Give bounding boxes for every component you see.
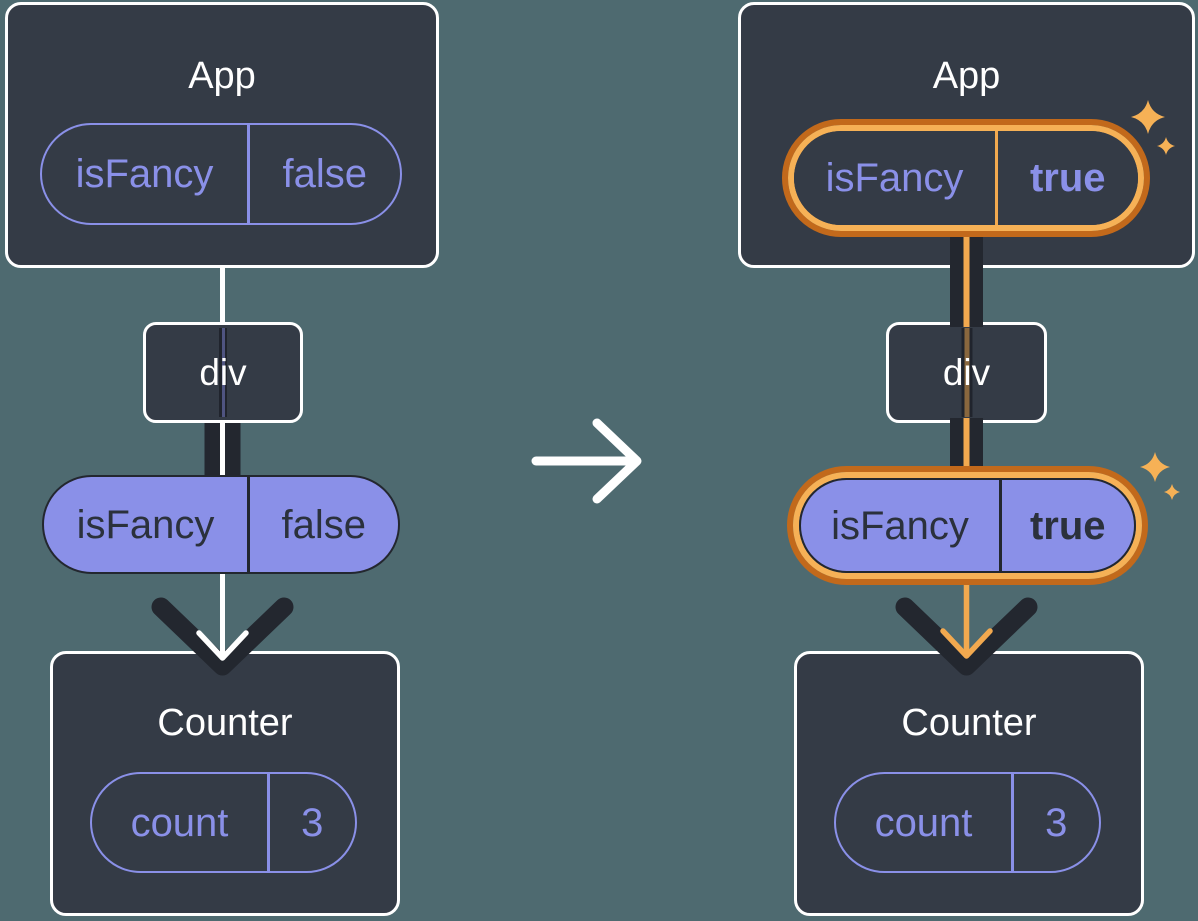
passed-prop-pill-highlight-ring: isFancy true	[787, 466, 1148, 585]
div-element-label: div	[199, 352, 247, 393]
highlight-ring-inner: isFancy true	[788, 125, 1144, 231]
app-component-title-before: App	[188, 55, 256, 97]
prop-value: true	[1029, 156, 1106, 200]
prop-thread-through-div	[961, 328, 972, 417]
passed-prop-pill-before: isFancy false	[42, 475, 400, 574]
highlight-ring-inner: isFancy true	[793, 472, 1142, 579]
prop-name: isFancy	[75, 152, 214, 196]
transition-arrow-icon	[531, 418, 642, 504]
passed-prop-pill-after: isFancy true	[799, 478, 1136, 573]
pill-divider	[267, 774, 270, 871]
state-name: count	[874, 800, 973, 845]
prop-thread-through-div	[219, 328, 227, 417]
div-element-box-before: div	[143, 322, 303, 423]
state-value: 3	[1045, 800, 1068, 845]
sparkle-icon	[1164, 484, 1180, 500]
pill-divider	[999, 480, 1002, 571]
counter-component-title-before: Counter	[157, 702, 293, 744]
pill-divider	[1011, 774, 1014, 871]
div-element-label: div	[942, 352, 991, 393]
app-props-pill-before: isFancy false	[40, 123, 402, 225]
app-component-title-after: App	[932, 55, 1001, 97]
prop-name: isFancy	[76, 502, 215, 547]
prop-value: true	[1029, 503, 1106, 548]
transition-arrow-head	[592, 418, 642, 504]
state-value: 3	[301, 800, 324, 845]
prop-name: isFancy	[825, 156, 964, 200]
sparkle-icon	[1140, 452, 1170, 482]
pill-divider	[247, 125, 250, 223]
counter-component-title-after: Counter	[901, 702, 1037, 744]
state-name: count	[130, 800, 229, 845]
app-props-pill-highlight-ring: isFancy true	[782, 119, 1150, 237]
counter-state-pill-before: count 3	[90, 772, 357, 873]
prop-name: isFancy	[831, 503, 969, 548]
div-element-box-after: div	[886, 322, 1047, 423]
app-props-pill-after: isFancy true	[794, 131, 1138, 225]
pill-divider	[995, 131, 998, 225]
prop-value: false	[281, 502, 367, 547]
prop-value: false	[282, 152, 368, 196]
pill-divider	[247, 477, 250, 572]
counter-state-pill-after: count 3	[834, 772, 1101, 873]
